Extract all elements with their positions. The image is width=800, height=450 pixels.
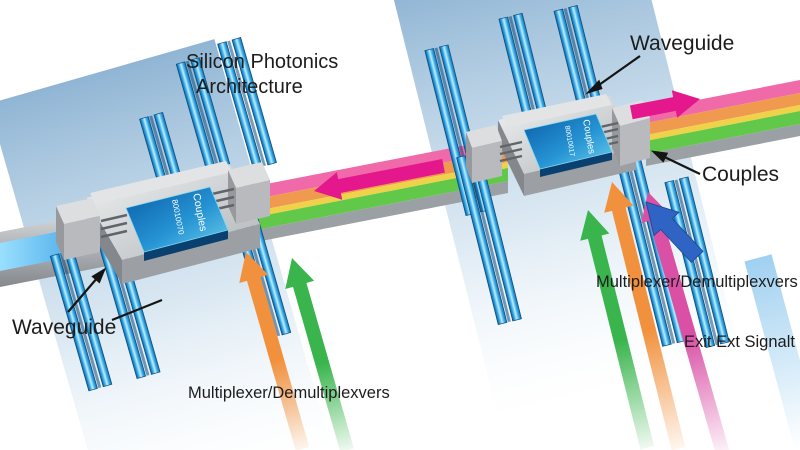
leader-waveguide-bottom-left-2 (111, 298, 163, 322)
signal-arrow-orange-right (604, 182, 686, 450)
signal-arrow-green-left (285, 258, 354, 450)
signal-arrow-green-right (580, 210, 655, 450)
signal-arrow-blue-right (645, 201, 704, 263)
chip-top (523, 113, 613, 170)
arrowhead (91, 267, 107, 284)
arrowhead (585, 79, 603, 95)
coupler-block-right (228, 162, 270, 224)
platform-back-rim (90, 161, 232, 204)
platform-back-rim (502, 94, 612, 127)
magenta-arrow-left (314, 158, 445, 200)
diagram-title-line1: Silicon Photonics (186, 51, 338, 73)
waveguide-rail (217, 37, 277, 170)
label-exit-signal: Exit Ext Signalt (684, 333, 795, 351)
coupler-block-left (466, 125, 502, 183)
rainbow-segment-right (646, 80, 800, 166)
label-waveguide-bottom-left: Waveguide (12, 316, 116, 339)
chip-side (144, 230, 228, 261)
label-couples-right: Couples (702, 163, 779, 186)
coupler-block-left (56, 198, 100, 260)
signal-arrow-orange-left (239, 252, 310, 450)
chip-top (125, 186, 229, 253)
leader-lines (67, 55, 701, 322)
chip-assembly-left: Couples 80010070 (56, 161, 270, 284)
waveguide-rail (456, 151, 522, 326)
signal-tail-blue (744, 254, 800, 450)
label-mux-right: Multiplexer/Demultiplexvers (596, 273, 798, 291)
arrowhead (650, 150, 669, 163)
background-band-left (0, 39, 333, 450)
waveguide-rail (664, 176, 730, 349)
diagram-title-line2: Architecture (196, 76, 303, 98)
chip-assembly-right: Couples 80010017 (466, 94, 650, 196)
label-waveguide-top-right: Waveguide (630, 32, 734, 55)
signal-arrow-pink-right (641, 192, 730, 450)
chip-side (540, 152, 612, 177)
label-mux-bottom: Multiplexer/Demultiplexvers (188, 384, 390, 402)
magenta-arrow-right (629, 90, 700, 120)
